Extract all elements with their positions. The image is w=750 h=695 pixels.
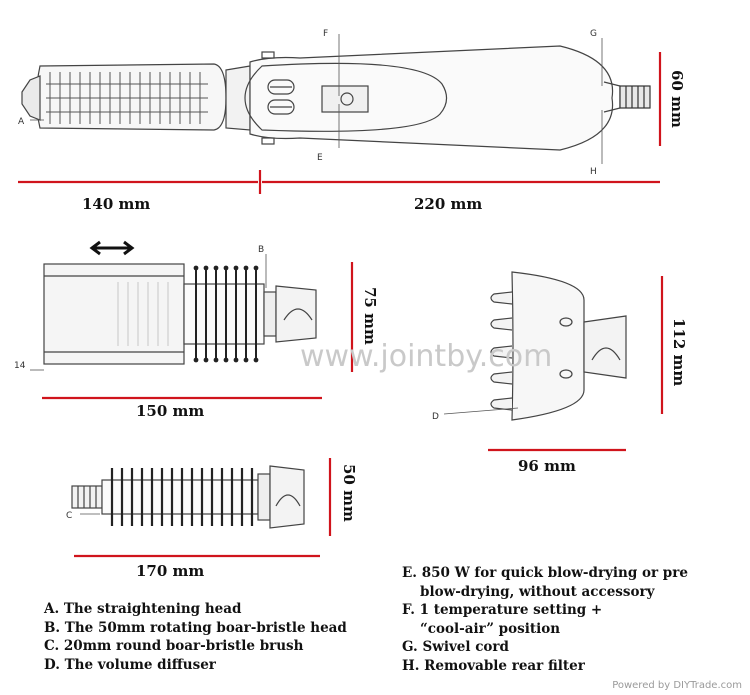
legend-item-d: D. The volume diffuser xyxy=(44,656,216,673)
legend-right: E. 850 W for quick blow-drying or pre bl… xyxy=(402,564,688,675)
dryer-main-body xyxy=(21,45,651,151)
legend-item-c: C. 20mm round boar-bristle brush xyxy=(44,638,304,654)
legend-item-g: G. Swivel cord xyxy=(402,639,509,655)
credit-text: Powered by DIYTrade.com xyxy=(612,680,742,691)
callout-h: H xyxy=(590,167,597,177)
dim-170mm: 170 mm xyxy=(136,562,204,580)
callout-e: E xyxy=(317,153,323,163)
volume-diffuser xyxy=(490,271,627,421)
callout-b: B xyxy=(258,245,264,255)
legend-left: A. The straightening head B. The 50mm ro… xyxy=(44,600,347,674)
legend-item-h: H. Removable rear filter xyxy=(402,657,585,674)
callout-d: D xyxy=(432,412,439,422)
dim-140mm: 140 mm xyxy=(82,195,150,213)
dim-50mm: 50 mm xyxy=(340,464,358,522)
legend-item-a: A. The straightening head xyxy=(44,601,242,617)
callout-g: G xyxy=(590,29,597,39)
callout-f: F xyxy=(323,29,328,39)
callout-14: 14 xyxy=(14,361,26,371)
round-bristle-brush xyxy=(71,465,305,529)
callout-c: C xyxy=(66,511,72,521)
dim-150mm: 150 mm xyxy=(136,402,204,420)
dim-112mm: 112 mm xyxy=(670,318,688,386)
rotating-brush-head xyxy=(43,240,317,365)
legend-item-e: E. 850 W for quick blow-drying or pre xyxy=(402,565,688,581)
dim-75mm: 75 mm xyxy=(361,287,379,345)
callout-a: A xyxy=(18,117,25,127)
watermark-text: www.jointby.com xyxy=(300,339,552,374)
legend-item-f: F. 1 temperature setting + xyxy=(402,602,603,618)
dim-96mm: 96 mm xyxy=(518,457,576,475)
legend-item-e-cont: blow-drying, without accessory xyxy=(420,583,655,600)
legend-item-f-cont: “cool-air” position xyxy=(420,620,561,637)
dim-220mm: 220 mm xyxy=(414,195,482,213)
legend-item-b: B. The 50mm rotating boar-bristle head xyxy=(44,619,347,636)
dim-60mm: 60 mm xyxy=(668,70,686,128)
